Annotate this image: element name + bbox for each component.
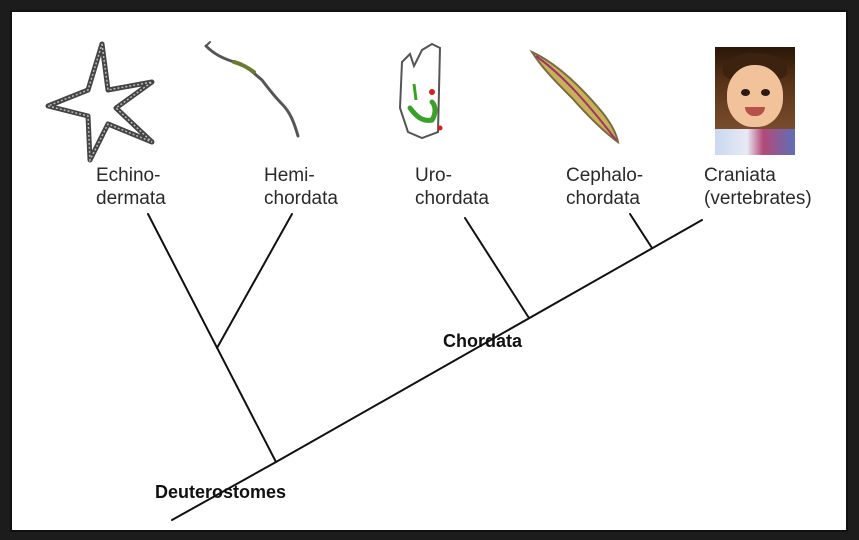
photo-eye-right: [761, 89, 770, 96]
tree-branches: [148, 214, 702, 520]
tunicate-icon: [400, 44, 443, 138]
photo-face: [727, 65, 783, 127]
taxon-urochordata-line2: chordata: [415, 187, 489, 210]
diagram-frame: Echino- dermata Hemi- chordata Uro- chor…: [10, 10, 848, 532]
photo-eye-left: [741, 89, 750, 96]
taxon-cephalochordata: Cephalo- chordata: [566, 164, 643, 210]
taxon-cephalochordata-line1: Cephalo-: [566, 164, 643, 187]
cephalochordata-branch: [630, 214, 652, 248]
taxon-hemichordata-line1: Hemi-: [264, 164, 338, 187]
taxon-hemichordata-line2: chordata: [264, 187, 338, 210]
taxon-echinodermata-line1: Echino-: [96, 164, 166, 187]
lancelet-icon: [532, 52, 618, 142]
taxon-echinodermata: Echino- dermata: [96, 164, 166, 210]
photo-shirt: [715, 129, 795, 155]
taxon-craniata-line2: (vertebrates): [704, 187, 812, 210]
taxon-cephalochordata-line2: chordata: [566, 187, 643, 210]
taxon-urochordata: Uro- chordata: [415, 164, 489, 210]
taxon-craniata: Craniata (vertebrates): [704, 164, 812, 210]
hemichordata-branch: [217, 214, 292, 348]
clade-label-deuterostomes: Deuterostomes: [155, 482, 286, 503]
urochordata-branch: [465, 218, 529, 318]
taxon-urochordata-line1: Uro-: [415, 164, 489, 187]
clade-label-chordata: Chordata: [443, 331, 522, 352]
acorn-worm-icon: [206, 42, 298, 136]
taxon-craniata-line1: Craniata: [704, 164, 812, 187]
echinodermata-branch: [148, 214, 276, 462]
child-photo: [715, 47, 795, 155]
taxon-echinodermata-line2: dermata: [96, 187, 166, 210]
taxon-hemichordata: Hemi- chordata: [264, 164, 338, 210]
starfish-icon: [48, 44, 152, 160]
